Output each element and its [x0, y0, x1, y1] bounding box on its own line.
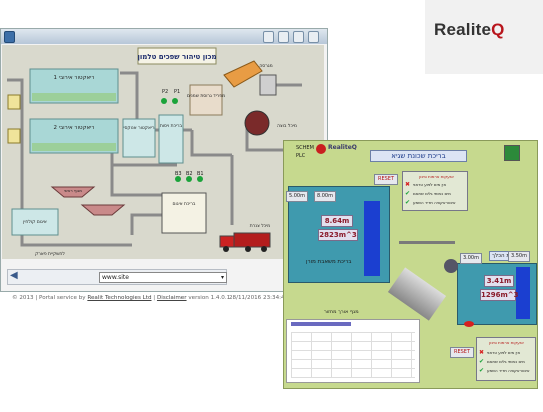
site-logo-icon: [504, 145, 520, 161]
reactor-b-label: ריאקטור אירובי 2: [54, 125, 95, 131]
height-c: 3.00m: [460, 253, 482, 264]
tank-p2-label: P2: [162, 89, 168, 95]
alarm-item-2: מים כמותי גלים שתאם: [413, 191, 451, 196]
alarm-check-icon: ✔: [479, 358, 485, 365]
pipe-segment: [387, 267, 447, 321]
reactor-a-label: ריאקטור אירובי 1: [54, 75, 95, 81]
alarm-item-b2: מים כמותי גלים שתאם: [487, 359, 525, 364]
height-d: 3.50m: [508, 251, 530, 262]
b2-label: B2: [186, 171, 193, 177]
clarifier-label: בריכת איגום: [173, 202, 196, 207]
site-select-value: www.site: [102, 274, 129, 281]
svg-text:מגוף ראשי: מגוף ראשי: [64, 188, 82, 193]
left-volume-value: 2823m^3: [318, 229, 358, 241]
alarm-panel-top: אזעקות ארמות סיכון אין מים לפוע טראפ מים…: [402, 171, 468, 211]
left-level-bar: [364, 201, 380, 276]
app-menu-icon[interactable]: [4, 31, 15, 43]
alarm-item-b3: אינטראקציה תדיר השמע: [487, 368, 530, 373]
outflow-label: לחשקיית פארק: [35, 252, 65, 257]
back-arrow-icon[interactable]: ◀: [10, 270, 18, 281]
height-b: 8.00m: [314, 191, 336, 202]
reset-top-button[interactable]: RESET: [374, 174, 398, 185]
alarm-check-icon: ✔: [479, 367, 485, 374]
alarm-check-icon: ✔: [405, 190, 411, 197]
chart-title: מגף אורך מחזור: [324, 309, 359, 315]
pool-title: בריכת שכונת שגיא: [370, 150, 467, 162]
scada-main-window: מכון טיהור שפכים טלמון ריאקטור אירובי 1: [0, 28, 328, 301]
alarm-item-3: אינטראקציה תדיר השמע: [413, 200, 456, 205]
pipe: [399, 241, 455, 244]
chart-grid: [291, 332, 415, 378]
print-icon[interactable]: [293, 31, 304, 43]
header-schem: SCHEM: [296, 145, 314, 151]
tank-p1-label: P1: [174, 89, 180, 95]
alarm-x-icon: ✖: [405, 181, 411, 188]
trend-chart: [286, 319, 420, 383]
b1-label: B1: [197, 171, 204, 177]
alarm-panel-bottom: אזעקות ארמות סיכון אין מים לפוע טראפ מים…: [476, 337, 536, 381]
address-bar: ◀ www.site ▾: [7, 269, 227, 285]
home-icon[interactable]: [263, 31, 274, 43]
height-a: 5.00m: [286, 191, 308, 202]
process-diagram: מכון טיהור שפכים טלמון ריאקטור אירובי 1: [2, 45, 324, 259]
reset-bottom-button[interactable]: RESET: [450, 347, 474, 358]
refresh-icon[interactable]: [278, 31, 289, 43]
alarm-title-bottom: אזעקות ארמות סיכון: [489, 340, 524, 345]
site-select[interactable]: www.site ▾: [99, 272, 227, 283]
alarm-light-icon: [464, 321, 474, 327]
footer-timestamp: 28/11/2016 23:34:41: [229, 295, 289, 301]
anoxic-label: ריאקטור אנוקסי: [123, 126, 154, 131]
alarm-item-b1: אין מים לפוע טראפ: [487, 350, 521, 355]
window-toolbar: [1, 29, 327, 44]
alarm-title-top: אזעקות ארמות סיכון: [419, 174, 454, 179]
legend: [291, 322, 351, 326]
window-logo-text: RealiteQ: [328, 144, 357, 151]
screen-label: מגרסה: [259, 64, 272, 69]
chevron-down-icon: ▾: [220, 274, 224, 281]
scada-pool-window: SCHEM PLC RealiteQ בריכת שכונת שגיא 8.64…: [283, 140, 538, 389]
sand-separator-label: מפריד גרוסת שמנים: [187, 94, 225, 99]
version-text: version 1.4.0.1: [186, 295, 231, 301]
b3-label: B3: [175, 171, 182, 177]
footer-prefix: © 2013 | Portal service by: [12, 295, 88, 301]
pump-icon: [444, 259, 458, 273]
sludge-tank-label: מיכל בוצה: [277, 124, 297, 129]
alarm-item-1: אין מים לפוע טראפ: [413, 182, 447, 187]
right-level-bar: [516, 267, 530, 319]
company-link[interactable]: Realit Technologies Ltd: [87, 295, 152, 301]
disclaimer-link[interactable]: Disclaimer: [156, 295, 187, 301]
header-plc: PLC: [296, 153, 306, 159]
right-level-value: 3.41m: [484, 275, 514, 287]
alarm-x-icon: ✖: [479, 349, 485, 356]
footer-left: © 2013 | Portal service by Realit Techno…: [12, 295, 230, 301]
left-tank-label: בריכת משאבת מורן: [306, 259, 352, 265]
left-tank-label: איגום קולחין: [23, 220, 47, 225]
settings-icon[interactable]: [308, 31, 319, 43]
footer-sep: |: [151, 295, 157, 301]
plant-title: מכון טיהור שפכים טלמון: [137, 53, 216, 61]
left-level-value: 8.64m: [321, 215, 353, 227]
mixing-pool-label: בריכת ויסות: [160, 124, 183, 129]
logo-icon: [316, 144, 326, 154]
logo-text-main: Realite: [434, 20, 492, 39]
truck-label: מיכל צנרת: [250, 224, 270, 229]
alarm-check-icon: ✔: [405, 199, 411, 206]
brand-logo: RealiteQ: [425, 0, 543, 74]
logo-text-accent: Q: [491, 20, 505, 39]
right-volume-value: 1296m^3: [480, 289, 519, 301]
process-diagram-svg: מכון טיהור שפכים טלמון ריאקטור אירובי 1: [7, 47, 302, 257]
